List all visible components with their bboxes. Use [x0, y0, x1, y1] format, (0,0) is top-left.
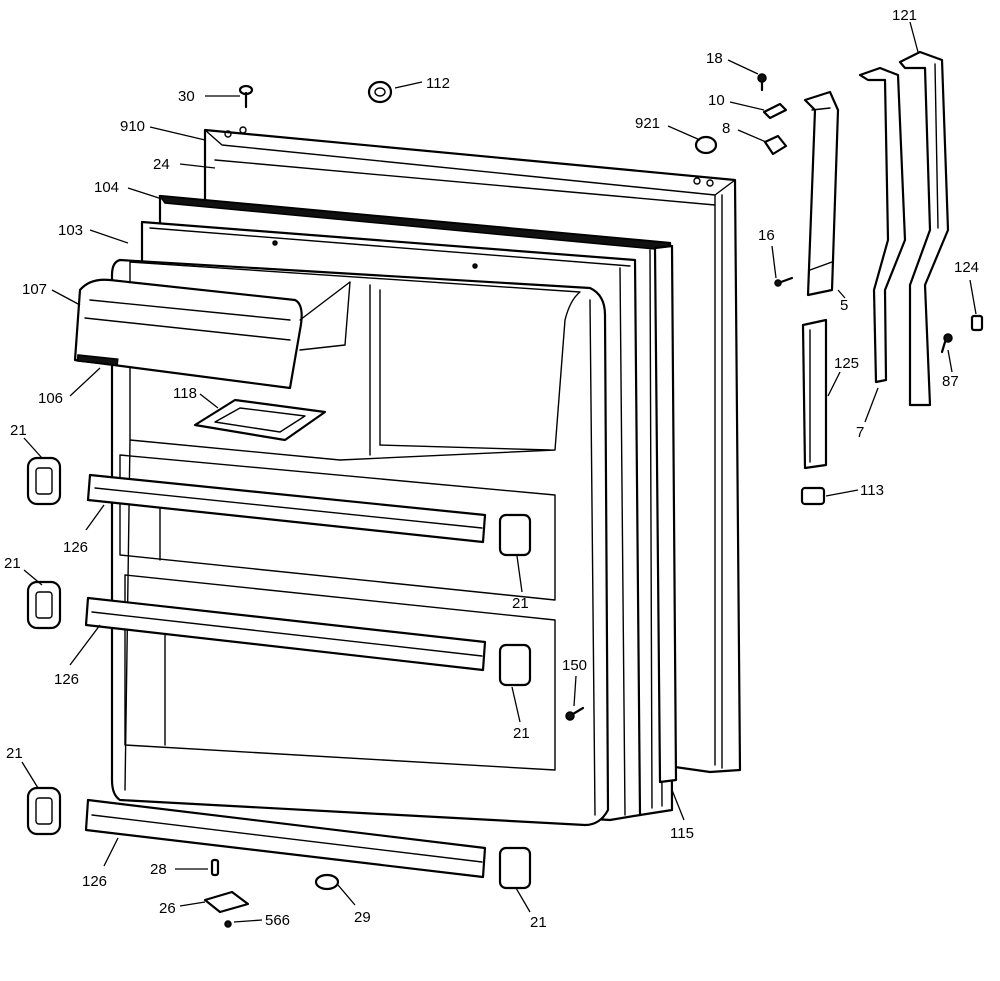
callout-30: 30 — [178, 88, 195, 105]
pin-28 — [210, 858, 220, 877]
door-shelf-bar-bottom — [84, 798, 487, 879]
callout-115: 115 — [670, 825, 694, 842]
callout-16: 16 — [758, 227, 775, 244]
door-shelf-bar-middle — [84, 596, 487, 672]
callout-104: 104 — [94, 179, 119, 196]
plate-26 — [203, 890, 250, 914]
callout-29: 29 — [354, 909, 371, 926]
callout-5: 5 — [840, 297, 848, 314]
callout-10: 10 — [708, 92, 725, 109]
callout-106: 106 — [38, 390, 63, 407]
callout-910: 910 — [120, 118, 145, 135]
callout-150: 150 — [562, 657, 587, 674]
callout-87: 87 — [942, 373, 959, 390]
plug-112 — [367, 80, 393, 104]
cap-124 — [970, 314, 984, 332]
callout-21-left-top: 21 — [10, 422, 27, 439]
screw-150 — [565, 706, 585, 721]
callout-112: 112 — [426, 75, 450, 92]
callout-126-bottom: 126 — [82, 873, 107, 890]
screw-87 — [940, 333, 953, 354]
callout-26: 26 — [159, 900, 176, 917]
plug-29 — [314, 873, 340, 891]
callout-126-top: 126 — [63, 539, 88, 556]
callout-103: 103 — [58, 222, 83, 239]
callout-24: 24 — [153, 156, 170, 173]
callout-18: 18 — [706, 50, 723, 67]
callout-566: 566 — [265, 912, 290, 929]
shelf-end-cap — [498, 513, 532, 890]
callout-125: 125 — [834, 355, 859, 372]
trim-125 — [801, 318, 828, 470]
callout-8: 8 — [722, 120, 730, 137]
screw-18 — [757, 73, 767, 92]
dairy-compartment-door — [73, 278, 351, 390]
left-end-caps — [26, 456, 62, 836]
hinge-pin-10 — [762, 102, 788, 120]
butter-tray — [193, 398, 327, 442]
callout-labels: 30 112 910 24 104 103 107 106 118 21 126… — [4, 7, 979, 931]
screw-16 — [774, 276, 794, 287]
bushing-8 — [763, 134, 788, 156]
stop-113 — [800, 486, 826, 506]
callout-21-left-middle: 21 — [4, 555, 21, 572]
door-handle-7 — [858, 66, 907, 384]
plug-921 — [694, 135, 718, 155]
callout-118: 118 — [173, 385, 197, 402]
callout-21-shelf-top: 21 — [512, 595, 529, 612]
callout-7: 7 — [856, 424, 864, 441]
callout-21-shelf-middle: 21 — [513, 725, 530, 742]
screw-566 — [224, 920, 232, 928]
callout-121: 121 — [892, 7, 917, 24]
callout-28: 28 — [150, 861, 167, 878]
door-handle-121 — [898, 50, 950, 407]
callout-124: 124 — [954, 259, 979, 276]
callout-113: 113 — [860, 482, 884, 499]
door-shelf-bar-top — [86, 473, 487, 544]
hinge-bracket-5 — [803, 90, 840, 297]
callout-921: 921 — [635, 115, 660, 132]
gasket-strip-115 — [653, 244, 678, 784]
callout-126-middle: 126 — [54, 671, 79, 688]
callout-21-shelf-bottom: 21 — [530, 914, 547, 931]
callout-21-left-bottom: 21 — [6, 745, 23, 762]
callout-107: 107 — [22, 281, 47, 298]
screw-30 — [238, 84, 254, 109]
leader-lines — [21, 21, 977, 923]
